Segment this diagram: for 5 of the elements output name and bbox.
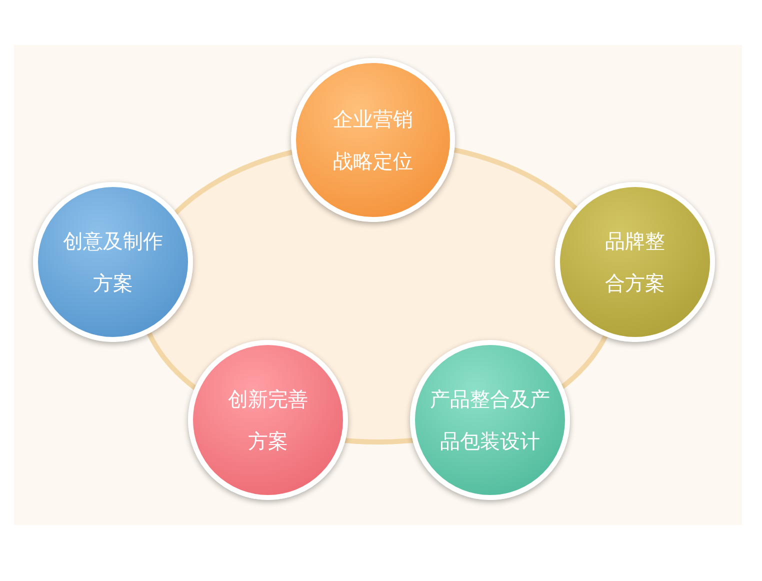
- node-label: 创新完善方案: [227, 386, 309, 455]
- node-label: 品牌整合方案: [604, 228, 666, 297]
- node-label: 企业营销战略定位: [332, 106, 414, 175]
- node-label: 创意及制作方案: [62, 228, 164, 297]
- node-label: 产品整合及产品包装设计: [429, 386, 551, 455]
